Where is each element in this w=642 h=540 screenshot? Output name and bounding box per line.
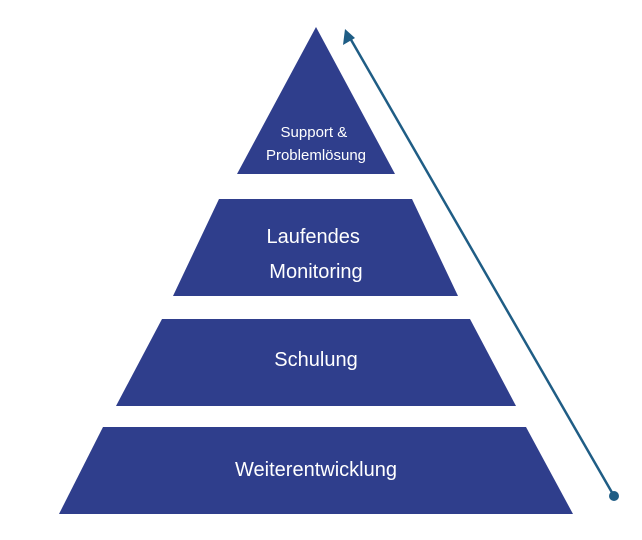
tier-weiterentwicklung-label: Weiterentwicklung (235, 459, 397, 481)
tier-monitoring-shape (173, 199, 458, 296)
tier-weiterentwicklung: Weiterentwicklung (59, 427, 573, 514)
progress-arrow-head-icon (343, 29, 355, 45)
progress-arrow-start-dot-icon (609, 491, 619, 501)
tier-monitoring-label-line-1: Laufendes (267, 226, 360, 248)
tier-support-label: Support & Problemlösung (266, 124, 366, 164)
tier-support-label-line-2: Problemlösung (266, 147, 366, 164)
progress-arrow-line (348, 37, 616, 497)
tier-monitoring: Laufendes Monitoring (173, 199, 458, 296)
tier-support-label-line-1: Support & (281, 124, 348, 141)
tier-schulung: Schulung (116, 319, 516, 406)
tier-support: Support & Problemlösung (237, 27, 395, 174)
tier-monitoring-label-line-2: Monitoring (269, 261, 362, 283)
tier-support-shape (237, 27, 395, 174)
progress-arrow (343, 29, 619, 501)
tier-schulung-label: Schulung (274, 349, 357, 371)
tier-monitoring-label: Laufendes Monitoring (267, 226, 366, 283)
tier-schulung-shape (116, 319, 516, 406)
tier-weiterentwicklung-shape (59, 427, 573, 514)
